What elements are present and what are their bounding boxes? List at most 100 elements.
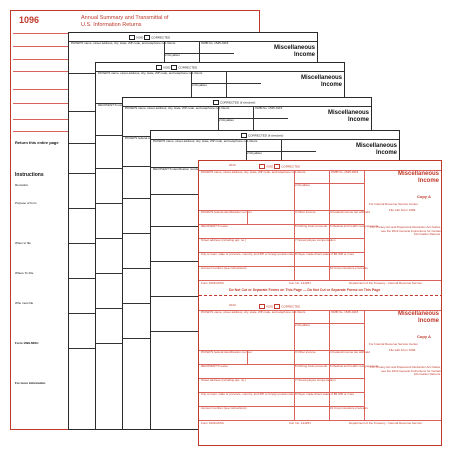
rents-label: 1 Rents xyxy=(192,71,203,75)
corrected-if-checked: CORRECTED (if checked) xyxy=(220,100,256,105)
year-label: 2013 xyxy=(229,303,236,307)
left-fragment-6: For more information xyxy=(15,381,46,385)
omb-label: OMB No. 1545-0115 xyxy=(255,106,283,110)
omb-label: OMB No. 1545-0115 xyxy=(201,41,229,45)
payer-fed-id: PAYER'S federal identification number xyxy=(201,210,252,214)
void-label: VOID xyxy=(163,65,171,70)
form-title-line1: Miscellaneous xyxy=(327,110,369,116)
left-fragment-2: When to file xyxy=(15,241,31,245)
void-label: VOID xyxy=(136,35,144,40)
recipient-label: RECIPIENT'S name xyxy=(201,224,228,228)
royalties-label: 2 Royalties xyxy=(165,53,180,57)
payer-fed-id: PAYER'S federal identification number xyxy=(201,350,252,354)
city-label: City or town, state or province, country… xyxy=(201,252,294,256)
corrected-if-checked: CORRECTED (if checked) xyxy=(248,133,284,138)
form-number: 1096 xyxy=(19,15,40,25)
payer-label: PAYER'S name, street address, city, stat… xyxy=(71,41,166,45)
medical-label: 6 Medical and health care payments xyxy=(330,364,379,368)
corrected-label: CORRECTED xyxy=(281,164,301,169)
street-label: Street address (including apt. no.) xyxy=(201,378,247,382)
corrected-label: CORRECTED xyxy=(281,304,301,309)
rents-label: 1 Rents xyxy=(295,310,306,314)
crop-label: 10 Crop insurance proceeds xyxy=(330,266,368,270)
payer-label: PAYER'S name, street address, city, stat… xyxy=(98,71,193,75)
form-title-line2: Income xyxy=(417,318,439,324)
footer-form: Form 1099-MISC xyxy=(201,281,225,285)
royalties-label: 2 Royalties xyxy=(247,151,262,155)
file-with-label: File with Form 1096. xyxy=(389,208,417,212)
rents-label: 1 Rents xyxy=(247,139,258,143)
medical-label: 6 Medical and health care payments xyxy=(330,224,379,228)
crop-label: 10 Crop insurance proceeds xyxy=(330,406,368,410)
form-title-line2: Income xyxy=(320,82,342,88)
instructions-heading: Instructions xyxy=(15,172,44,178)
form-title-line2: U.S. Information Returns xyxy=(81,22,142,28)
left-fragment-5: Form 1099-MISC xyxy=(15,341,39,345)
left-fragment-4: Who must file xyxy=(15,301,34,305)
other-income: 3 Other income xyxy=(295,350,316,354)
void-label: VOID xyxy=(266,304,274,309)
rents-label: 1 Rents xyxy=(165,41,176,45)
nonemployee-label: 7 Nonemployee compensation xyxy=(295,238,336,242)
direct-sales-label: 9 Payer made direct sales of $5,000 or m… xyxy=(295,392,355,396)
form-title-line2: Income xyxy=(347,117,369,123)
fishing-label: 5 Fishing boat proceeds xyxy=(295,364,328,368)
form-title-line2: Income xyxy=(417,178,439,184)
year-label: 2013 xyxy=(229,163,236,167)
file-with-label: File with Form 1096. xyxy=(389,348,417,352)
left-fragment-1: Purpose of form xyxy=(15,201,37,205)
for-irs-label: For Internal Revenue Service Center xyxy=(369,342,418,346)
omb-label: OMB No. 1545-0115 xyxy=(331,310,359,314)
form-title-line2: Income xyxy=(293,52,315,58)
corrected-label: CORRECTED xyxy=(178,65,198,70)
fed-tax: 4 Federal income tax withheld xyxy=(330,350,370,354)
void-label: VOID xyxy=(266,164,274,169)
street-label: Street address (including apt. no.) xyxy=(201,238,247,242)
form-title-line1: Miscellaneous xyxy=(397,171,439,177)
fishing-label: 5 Fishing boat proceeds xyxy=(295,224,328,228)
payer-label: PAYER'S name, street address, city, stat… xyxy=(153,139,248,143)
royalties-label: 2 Royalties xyxy=(219,118,234,122)
rents-label: 1 Rents xyxy=(219,106,230,110)
payer-label: PAYER'S name, street address, city, stat… xyxy=(201,170,296,174)
privacy-note: For Privacy Act and Paperwork Reduction … xyxy=(370,225,441,236)
cat-no: Cat. No. 14425J xyxy=(289,281,311,285)
royalties-label: 2 Royalties xyxy=(192,83,207,87)
form-title-line1: Miscellaneous xyxy=(300,75,342,81)
form-title-line1: Miscellaneous xyxy=(273,45,315,51)
royalties-label: 2 Royalties xyxy=(295,323,310,327)
cat-no: Cat. No. 14425J xyxy=(289,421,311,425)
department-label: Department of the Treasury - Internal Re… xyxy=(349,281,422,285)
other-income: 3 Other income xyxy=(295,210,316,214)
copy-a-sheet: 2013 VOID CORRECTED PAYER'S name, street… xyxy=(198,160,442,446)
form-title-line1: Miscellaneous xyxy=(355,143,397,149)
recipient-label: RECIPIENT'S name xyxy=(201,364,228,368)
footer-form: Form 1099-MISC xyxy=(201,421,225,425)
copy-a-label: Copy A xyxy=(417,194,431,199)
return-label: Return this entire page xyxy=(15,140,59,145)
royalties-label: 2 Royalties xyxy=(295,183,310,187)
form-title-line2: Income xyxy=(375,150,397,156)
account-label: Account number (see instructions) xyxy=(201,406,247,410)
direct-sales-label: 9 Payer made direct sales of $5,000 or m… xyxy=(295,252,355,256)
rents-label: 1 Rents xyxy=(295,170,306,174)
payer-label: PAYER'S name, street address, city, stat… xyxy=(125,106,220,110)
city-label: City or town, state or province, country… xyxy=(201,392,294,396)
corrected-label: CORRECTED xyxy=(151,35,171,40)
account-label: Account number (see instructions) xyxy=(201,266,247,270)
fed-tax: 4 Federal income tax withheld xyxy=(330,210,370,214)
left-fragment-3: Where To File xyxy=(15,271,34,275)
for-irs-label: For Internal Revenue Service Center xyxy=(369,202,418,206)
left-fragment-0: Reminder. xyxy=(15,183,29,187)
copy-a-label: Copy A xyxy=(417,334,431,339)
recipient-label: RECIPIENT'S name xyxy=(98,103,125,107)
form-title-line1: Annual Summary and Transmittal of xyxy=(81,15,169,21)
recipient-id: RECIPIENT'S identification number xyxy=(153,167,201,171)
department-label: Department of the Treasury - Internal Re… xyxy=(349,421,422,425)
form-title-line1: Miscellaneous xyxy=(397,311,439,317)
payer-label: PAYER'S name, street address, city, stat… xyxy=(201,310,296,314)
do-not-cut: Do Not Cut or Separate Forms on This Pag… xyxy=(229,288,381,292)
omb-label: OMB No. 1545-0115 xyxy=(331,170,359,174)
privacy-note: For Privacy Act and Paperwork Reduction … xyxy=(370,365,441,376)
nonemployee-label: 7 Nonemployee compensation xyxy=(295,378,336,382)
